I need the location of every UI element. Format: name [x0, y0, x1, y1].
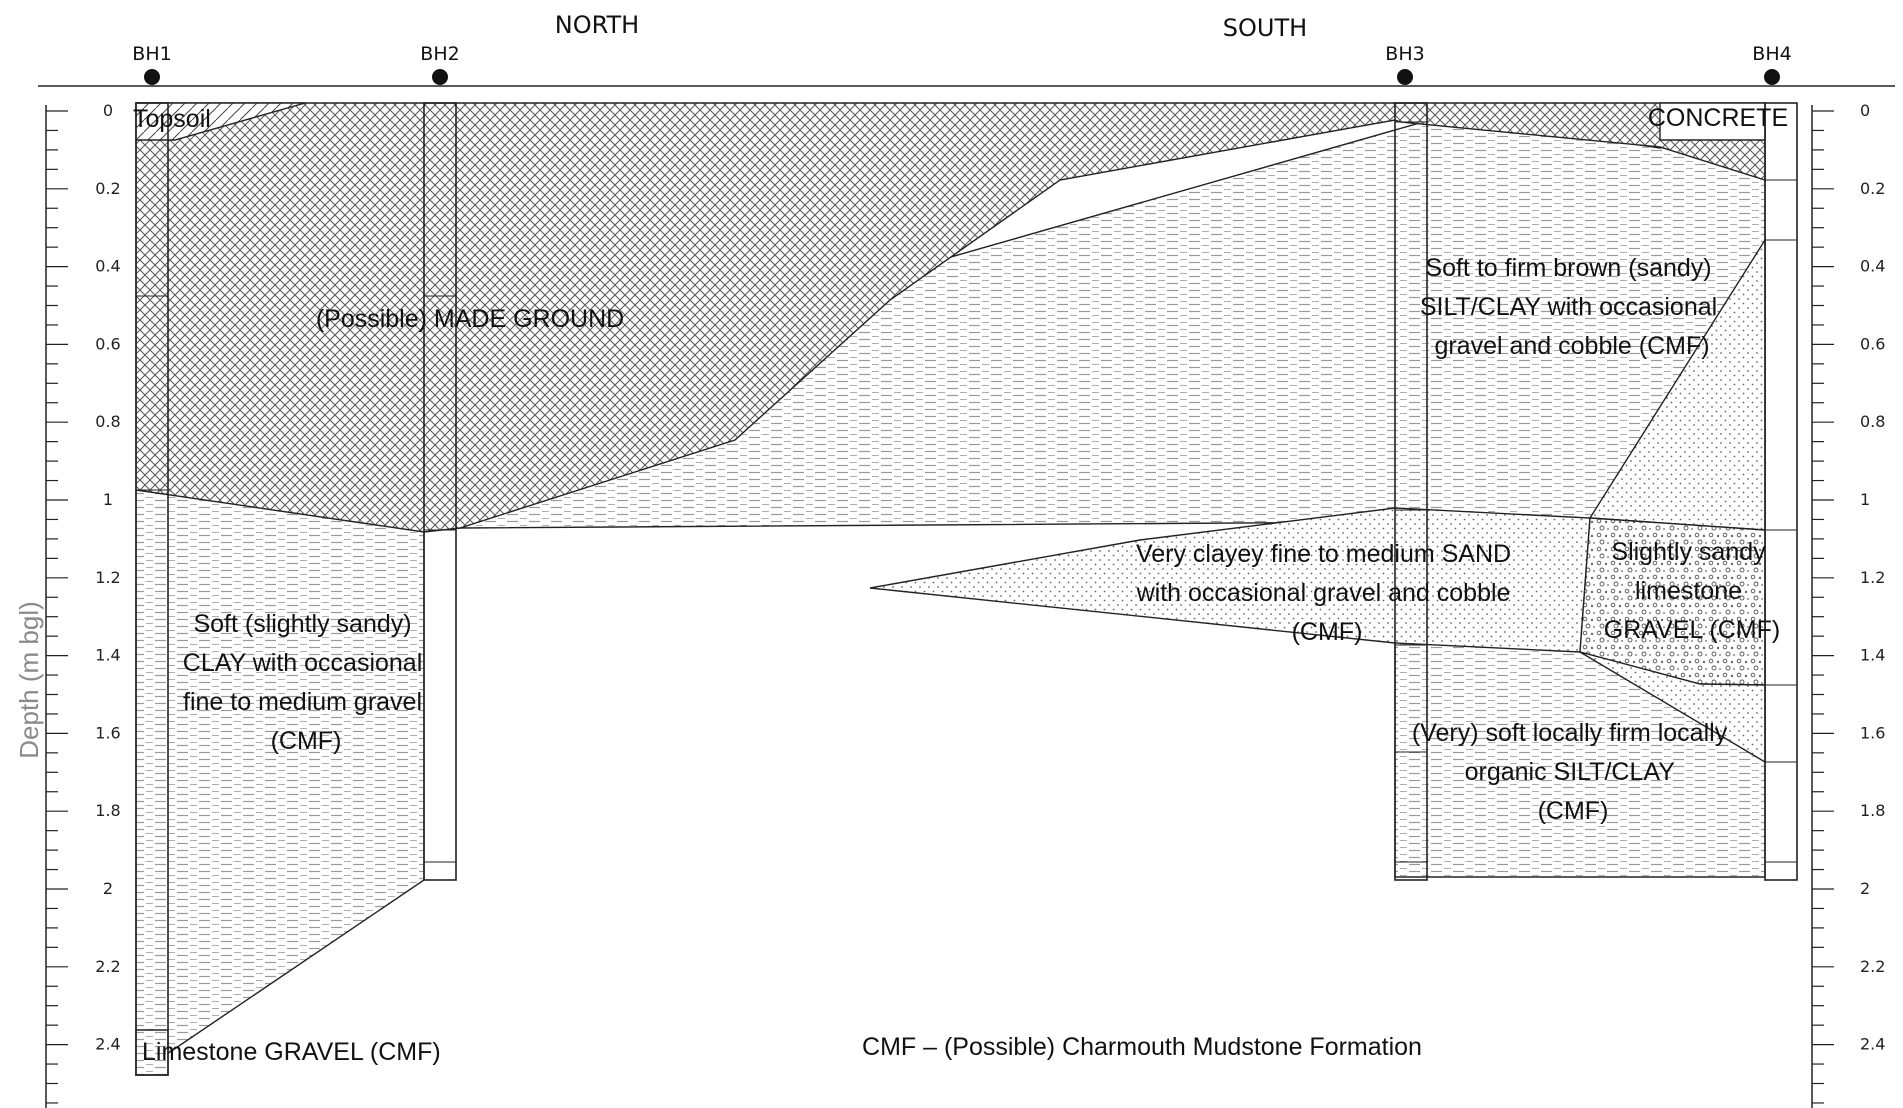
axis-tick-label: 2.4 — [95, 1035, 120, 1054]
concrete-label: CONCRETE — [1648, 104, 1788, 132]
axis-tick-label: 1.2 — [1860, 568, 1885, 587]
gravel-bh4-label: Slightly sandy limestone GRAVEL (CMF) — [1604, 538, 1780, 644]
strata-layer — [135, 102, 1766, 1077]
depth-axis-right: 00.20.40.60.811.21.41.61.822.22.42.6 — [1811, 101, 1885, 1108]
axis-tick-label: 0 — [1860, 101, 1870, 120]
bh2-column — [423, 102, 457, 881]
axis-tick-label: 2.2 — [1860, 957, 1885, 976]
axis-tick-label: 0.2 — [1860, 179, 1885, 198]
axis-tick-label: 0.6 — [1860, 334, 1885, 353]
silt-lower-label: (Very) soft locally firm locally organic… — [1412, 719, 1734, 825]
axis-tick-label: 1.8 — [95, 801, 120, 820]
axis-tick-label: 2.4 — [1860, 1035, 1885, 1054]
bh3-marker — [1397, 69, 1413, 85]
made-ground-label: (Possible) MADE GROUND — [316, 305, 624, 333]
axis-tick-label: 1.4 — [95, 646, 120, 665]
borehole-markers: BH1 BH2 BH3 BH4 — [132, 43, 1792, 85]
axis-tick-label: 1.2 — [95, 568, 120, 587]
bh1-column — [135, 102, 169, 1076]
axis-tick-label: 0.4 — [95, 257, 120, 276]
bh3-column — [1394, 102, 1428, 881]
axis-tick-label: 1 — [103, 490, 113, 509]
silt-upper-label: Soft to firm brown (sandy) SILT/CLAY wit… — [1420, 254, 1724, 360]
sand-label: Very clayey fine to medium SAND with occ… — [1136, 540, 1518, 646]
bh2-label: BH2 — [420, 43, 459, 65]
bh4-column — [1764, 102, 1798, 881]
bh1-label: BH1 — [132, 43, 171, 65]
stratum-labels: Topsoil CONCRETE (Possible) MADE GROUND … — [133, 104, 1788, 1066]
axis-tick-label: 1 — [1860, 490, 1870, 509]
axis-tick-label: 1.4 — [1860, 646, 1885, 665]
axis-tick-label: 0.6 — [95, 334, 120, 353]
bh1-marker — [144, 69, 160, 85]
axis-tick-label: 0.8 — [1860, 412, 1885, 431]
axis-tick-label: 0.2 — [95, 179, 120, 198]
north-label: NORTH — [555, 11, 639, 39]
bh4-marker — [1764, 69, 1780, 85]
borehole-columns — [135, 102, 1798, 1076]
depth-axis-title: Depth (m bgl) — [14, 601, 44, 759]
limestone-gravel-label: Limestone GRAVEL (CMF) — [142, 1038, 441, 1066]
axis-tick-label: 1.6 — [95, 723, 120, 742]
axis-tick-label: 0 — [103, 101, 113, 120]
axis-tick-label: 1.8 — [1860, 801, 1885, 820]
axis-tick-label: 0.4 — [1860, 257, 1885, 276]
axis-tick-label: 2 — [1860, 879, 1870, 898]
bh3-label: BH3 — [1385, 43, 1424, 65]
axis-tick-label: 0.8 — [95, 412, 120, 431]
axis-tick-label: 1.6 — [1860, 723, 1885, 742]
clay-label: Soft (slightly sandy) CLAY with occasion… — [183, 610, 429, 755]
bh4-label: BH4 — [1752, 43, 1791, 65]
bh2-marker — [432, 69, 448, 85]
topsoil-label: Topsoil — [133, 105, 211, 133]
axis-tick-label: 2.2 — [95, 957, 120, 976]
axis-tick-label: 2 — [103, 879, 113, 898]
depth-axis-left: 00.20.40.60.811.21.41.61.822.22.42.6 — [45, 101, 121, 1108]
footnote: CMF – (Possible) Charmouth Mudstone Form… — [862, 1033, 1422, 1061]
south-label: SOUTH — [1223, 14, 1307, 42]
